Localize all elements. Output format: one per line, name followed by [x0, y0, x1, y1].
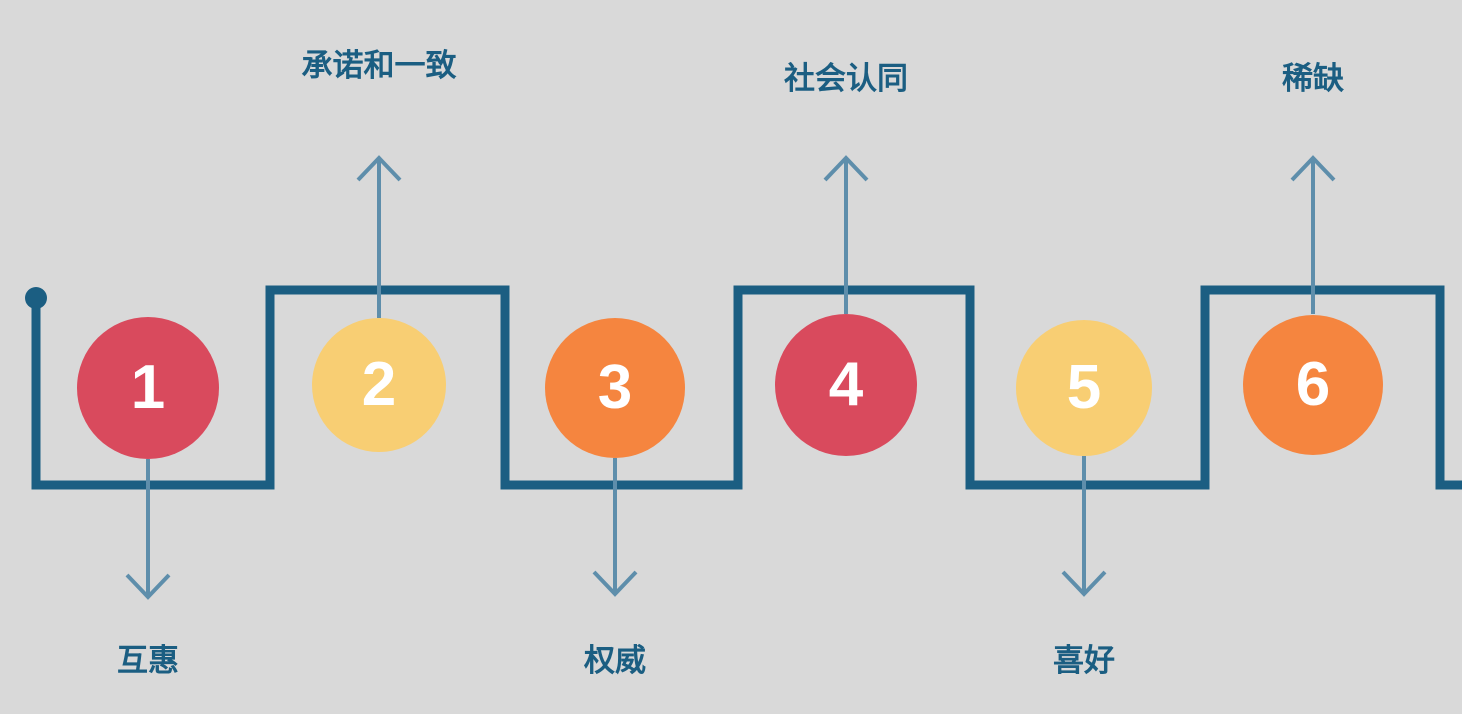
principle-label-4: 社会认同 — [784, 63, 908, 94]
connector-arrows — [127, 158, 1334, 597]
step-node-5[interactable]: 5 — [1016, 320, 1152, 456]
principle-label-6: 稀缺 — [1282, 63, 1344, 94]
step-node-6[interactable]: 6 — [1243, 315, 1383, 455]
principle-label-2: 承诺和一致 — [302, 50, 457, 81]
step-node-1[interactable]: 1 — [77, 317, 219, 459]
principle-label-5: 喜好 — [1053, 645, 1115, 676]
principle-label-3: 权威 — [584, 645, 646, 676]
timeline-start-dot — [25, 287, 47, 309]
step-node-4[interactable]: 4 — [775, 314, 917, 456]
step-node-3[interactable]: 3 — [545, 318, 685, 458]
step-node-2[interactable]: 2 — [312, 318, 446, 452]
principle-label-1: 互惠 — [117, 645, 179, 676]
